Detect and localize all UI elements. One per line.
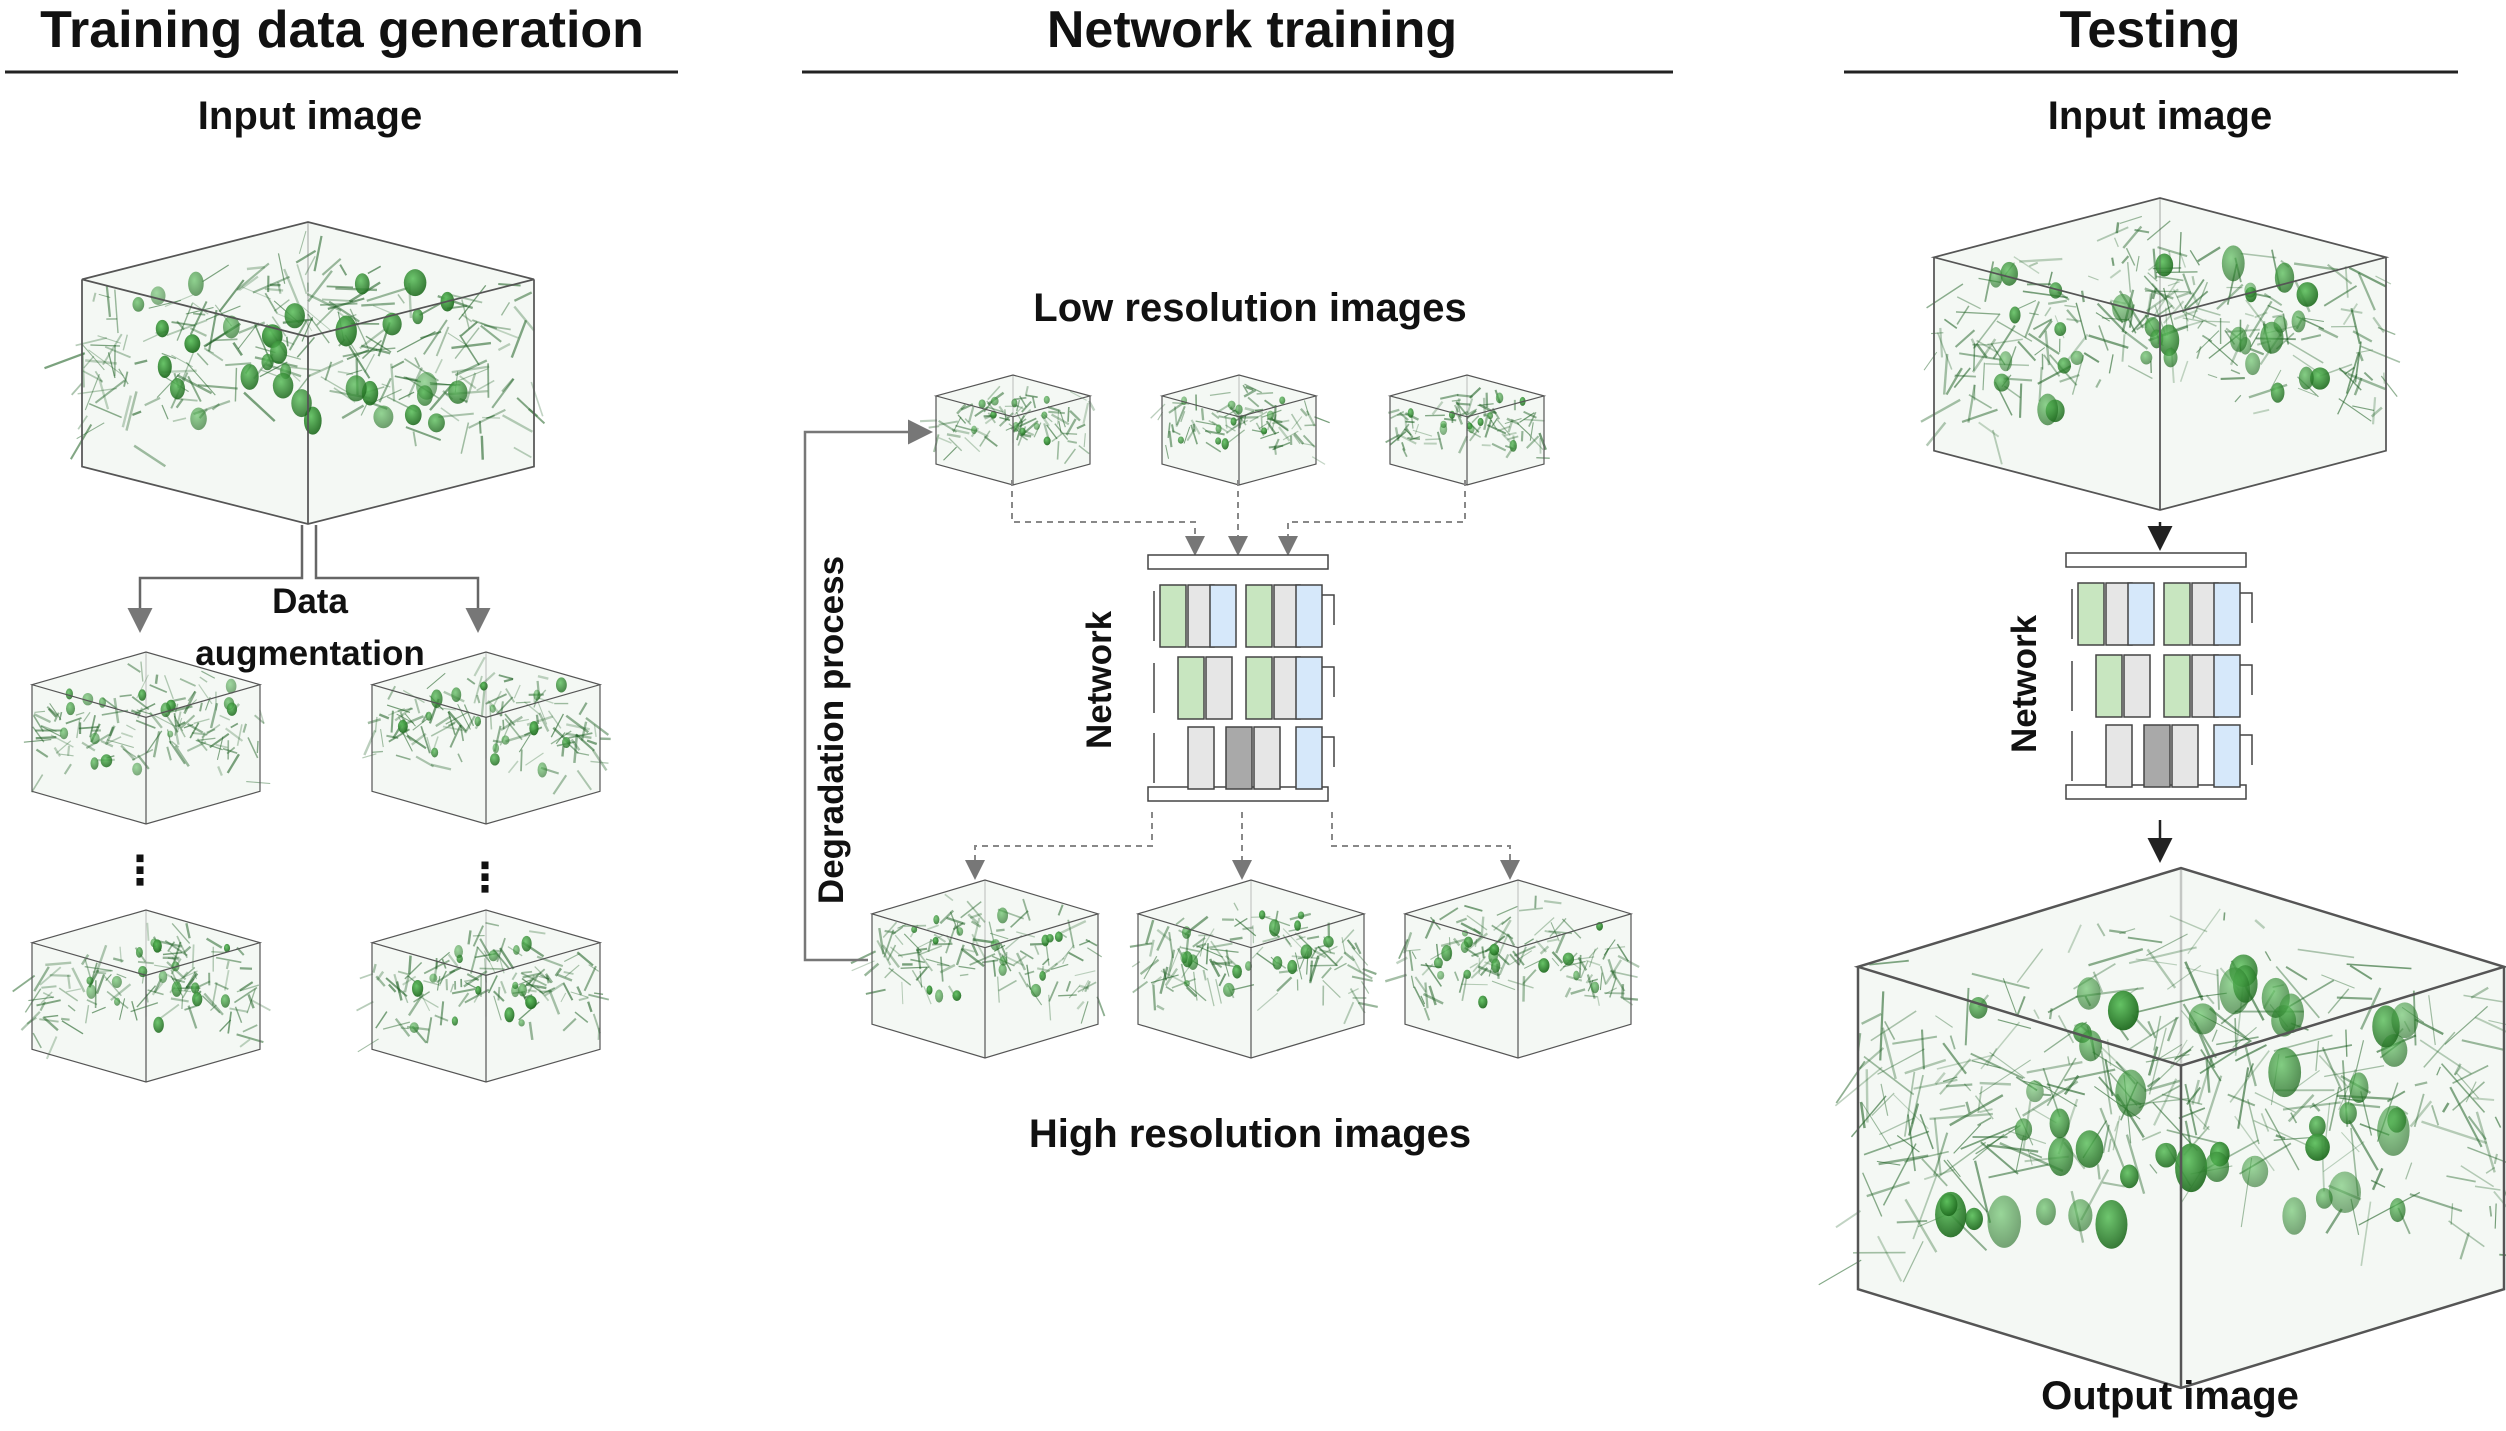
degradation-loop-arrow: [803, 419, 933, 962]
volume-lowres-3: [1385, 374, 1550, 486]
network-block: [1209, 584, 1237, 648]
training-input-label: Input image: [197, 94, 423, 138]
network-block: [1177, 656, 1205, 720]
network-block: [2213, 654, 2241, 718]
network-block: [2163, 582, 2191, 646]
volume-augmented-1: [23, 651, 271, 825]
network-block: [2171, 724, 2199, 788]
volume-augmented-4: [356, 909, 610, 1083]
testing-input-label: Input image: [2047, 94, 2273, 138]
network-block: [1295, 656, 1323, 720]
network-label-testing: Network: [2005, 614, 2044, 754]
volume-lowres-2: [1150, 374, 1330, 486]
network-block: [2123, 654, 2151, 718]
network-block: [2127, 582, 2155, 646]
network-block: [2143, 724, 2171, 788]
network-top-bar: [2065, 552, 2247, 568]
volume-highres-2: [1129, 879, 1378, 1059]
volume-augmented-2: [362, 651, 611, 825]
network-block: [1253, 726, 1281, 790]
network-diagram-testing: [2065, 552, 2253, 800]
volume-lowres-1: [920, 374, 1096, 486]
network-block: [1295, 584, 1323, 648]
network-to-highres-arrows: [965, 812, 1520, 880]
testing-output-label: Output image: [2041, 1374, 2299, 1418]
network-block: [2077, 582, 2105, 646]
network-label-center: Network: [1080, 610, 1119, 750]
ellipsis-left: ⋮: [120, 849, 160, 893]
network-block: [1159, 584, 1187, 648]
ellipsis-right: ⋮: [465, 856, 505, 900]
network-block: [1245, 584, 1273, 648]
augmentation-branches: [127, 525, 491, 633]
network-block: [1205, 656, 1233, 720]
volume-highres-3: [1384, 879, 1640, 1059]
volume-testing-output: [1818, 866, 2506, 1390]
title-network-training: Network training: [1046, 1, 1458, 59]
network-block: [2213, 582, 2241, 646]
degradation-label: Degradation process: [812, 555, 851, 905]
volume-images: [12, 197, 2506, 1390]
network-block: [2095, 654, 2123, 718]
network-block: [1295, 726, 1323, 790]
network-block: [1225, 726, 1253, 790]
network-block: [1245, 656, 1273, 720]
title-testing: Testing: [2059, 1, 2241, 59]
volume-testing-input: [1920, 197, 2401, 511]
network-block: [2213, 724, 2241, 788]
high-res-label: High resolution images: [1028, 1112, 1472, 1156]
low-res-label: Low resolution images: [1033, 286, 1467, 330]
network-block: [1187, 726, 1215, 790]
volume-highres-1: [850, 879, 1106, 1059]
network-top-bar: [1147, 554, 1329, 570]
volume-training-input: [44, 221, 546, 525]
augmentation-label-line1: Data: [272, 582, 348, 621]
network-diagram-center: [1147, 554, 1335, 802]
title-training-data-generation: Training data generation: [40, 1, 644, 59]
network-block: [2105, 724, 2133, 788]
network-block: [2163, 654, 2191, 718]
lowres-to-network-arrows: [1011, 480, 1466, 556]
augmentation-label-line2: augmentation: [195, 634, 425, 673]
volume-augmented-3: [12, 909, 271, 1083]
